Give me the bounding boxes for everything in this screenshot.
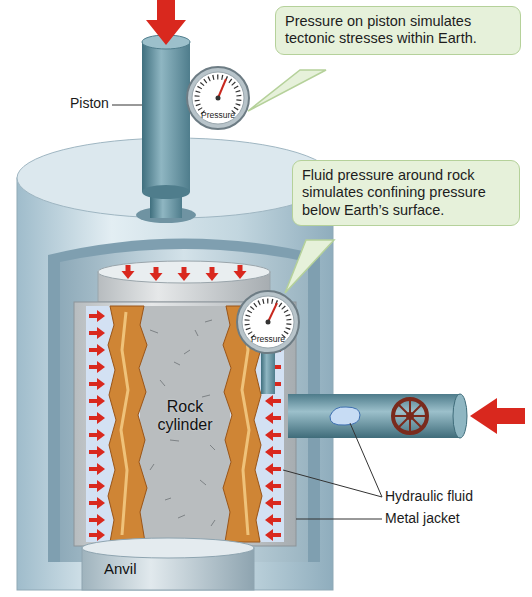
art-shape — [242, 296, 294, 348]
gauge-dial — [237, 291, 299, 353]
rock-sample — [108, 306, 262, 542]
art-shape — [142, 42, 190, 192]
anvil-block: Anvil — [104, 560, 184, 577]
callout-bubble: Fluid pressure around rock simulates con… — [292, 160, 520, 226]
pressure-gauge: Pressure — [237, 291, 299, 353]
art-shape — [283, 470, 382, 497]
pressure-vessel — [17, 138, 333, 590]
art-shape — [89, 412, 105, 424]
node-text: Pressure — [201, 111, 235, 120]
art-shape — [140, 306, 230, 542]
art-shape — [237, 291, 299, 353]
art-shape — [234, 265, 247, 279]
callout-tail — [285, 240, 334, 293]
art-shape — [89, 497, 105, 509]
art-shape — [86, 306, 284, 542]
art-shape — [89, 529, 105, 541]
art-shape — [142, 185, 190, 199]
art-shape — [265, 514, 281, 526]
art-shape — [60, 249, 308, 562]
art-shape — [247, 301, 289, 337]
art-shape — [261, 352, 275, 394]
art-shape — [150, 267, 163, 281]
art-shape — [268, 303, 277, 322]
press-plate — [98, 261, 270, 302]
art-shape — [265, 480, 281, 492]
art-shape — [89, 378, 105, 390]
art-shape — [218, 79, 226, 98]
node-text: Pressure — [251, 335, 285, 344]
art-shape — [17, 178, 333, 590]
art-shape — [121, 312, 249, 535]
art-shape — [89, 446, 105, 458]
art-shape — [216, 96, 221, 101]
art-shape — [265, 395, 281, 407]
art-shape — [406, 412, 414, 420]
art-shape — [296, 519, 382, 520]
art-shape — [265, 497, 281, 509]
part-label: Metal jacket — [385, 511, 460, 526]
art-shape — [350, 423, 382, 497]
art-shape — [265, 446, 281, 458]
node-text: Rock cylinder — [145, 398, 225, 435]
art-shape — [112, 105, 142, 106]
art-shape — [393, 399, 427, 433]
anvil-block — [82, 538, 254, 590]
art-shape — [89, 514, 105, 526]
node-text: Anvil — [104, 560, 184, 577]
art-shape — [89, 480, 105, 492]
art-shape — [122, 265, 135, 279]
pressure-gauge: Pressure — [187, 67, 249, 129]
force-arrow — [470, 398, 525, 434]
part-label: Hydraulic fluid — [385, 489, 473, 504]
art-shape — [98, 261, 270, 283]
metal-jacket — [74, 302, 296, 546]
piston-rod — [142, 35, 194, 218]
art-shape — [89, 429, 105, 441]
art-shape — [266, 320, 271, 325]
art-shape — [265, 429, 281, 441]
callout-tail — [248, 70, 326, 111]
art-shape — [197, 77, 239, 113]
art-shape — [108, 306, 147, 542]
art-shape — [265, 529, 281, 541]
art-shape — [187, 67, 249, 129]
art-shape — [178, 267, 191, 281]
gauge-dial — [187, 67, 249, 129]
art-shape — [82, 538, 254, 558]
rock-cylinder: Rock cylinder — [145, 398, 225, 435]
node-text: Fluid pressure around rock simulates con… — [302, 167, 510, 219]
part-label: Piston — [70, 96, 109, 111]
force-arrow — [146, 0, 186, 45]
art-shape — [89, 361, 105, 373]
art-shape — [192, 72, 244, 124]
art-shape — [89, 463, 105, 475]
art-shape — [89, 395, 105, 407]
art-shape — [89, 310, 105, 322]
art-shape — [48, 239, 320, 563]
art-shape — [206, 267, 219, 281]
art-shape — [89, 327, 105, 339]
art-shape — [288, 394, 460, 438]
art-shape — [265, 412, 281, 424]
callout-bubble: Pressure on piston simulates tectonic st… — [275, 6, 521, 55]
fluid-pipe — [261, 352, 467, 438]
node-text: Pressure on piston simulates tectonic st… — [285, 13, 511, 48]
art-shape — [265, 463, 281, 475]
art-shape — [330, 407, 360, 425]
art-shape — [453, 394, 467, 438]
art-shape — [89, 344, 105, 356]
art-shape — [74, 302, 296, 546]
art-shape — [393, 399, 427, 433]
